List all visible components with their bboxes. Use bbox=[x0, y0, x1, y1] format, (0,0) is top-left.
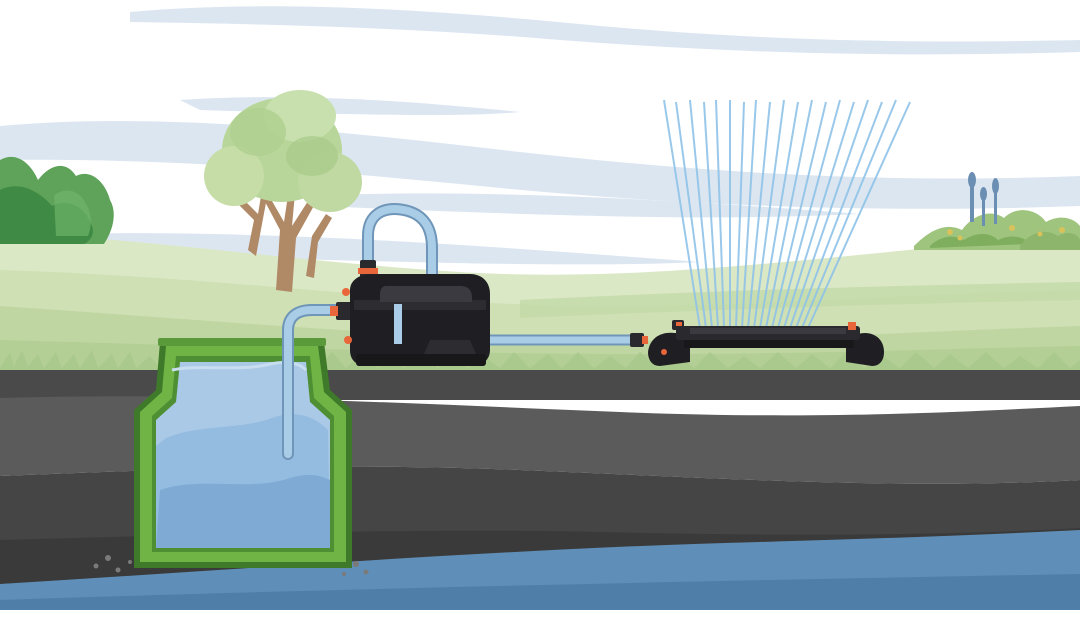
tree-trunk bbox=[262, 182, 316, 292]
surface-pump bbox=[330, 260, 490, 366]
rainwater-tank bbox=[134, 338, 352, 568]
tank-water-deep bbox=[156, 474, 330, 548]
sprinkler-foot-right bbox=[846, 332, 884, 366]
cloud bbox=[130, 6, 1080, 55]
pump-handle-cut bbox=[380, 286, 472, 302]
sprinkler-base-bar bbox=[684, 340, 854, 348]
delivery-hose bbox=[490, 333, 648, 347]
pump-base bbox=[356, 354, 486, 366]
top-hose bbox=[362, 203, 438, 304]
flowers-yellow bbox=[947, 225, 1065, 241]
gravel bbox=[93, 555, 369, 576]
hedge-right bbox=[914, 172, 1080, 250]
hedge-left bbox=[0, 156, 114, 244]
pump-fitting-left bbox=[336, 302, 352, 320]
tank-rim bbox=[158, 338, 326, 346]
oscillating-sprinkler bbox=[648, 320, 884, 366]
sprinkler-foot-left bbox=[648, 332, 690, 366]
suction-hose bbox=[282, 304, 352, 460]
flower-spikes bbox=[968, 172, 999, 226]
water-spray bbox=[663, 99, 911, 329]
tree bbox=[204, 90, 362, 292]
pump-window bbox=[394, 304, 402, 344]
cloud bbox=[0, 233, 700, 265]
bottom-margin bbox=[0, 610, 1080, 642]
